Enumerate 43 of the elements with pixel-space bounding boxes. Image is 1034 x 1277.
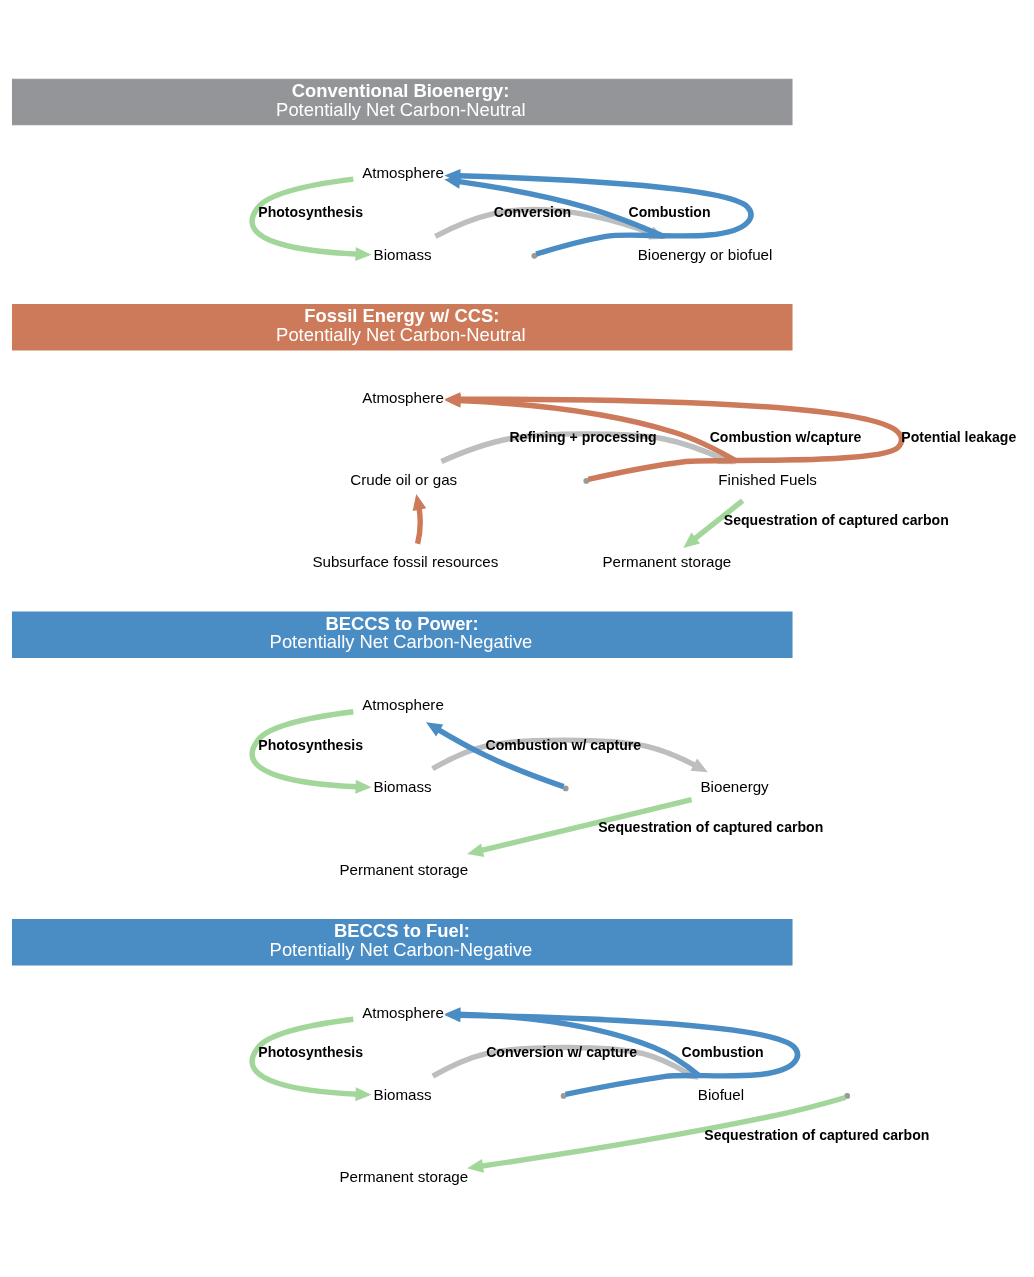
node-text: Permanent storage — [339, 860, 469, 878]
arrow — [467, 797, 693, 857]
edge-label: Photosynthesis — [258, 204, 363, 221]
arrow — [249, 709, 372, 794]
node-text: Atmosphere — [362, 163, 444, 181]
node-text: Finished Fuels — [718, 470, 817, 488]
node-text: Atmosphere — [362, 696, 444, 714]
node-text: Subsurface fossil resources — [312, 553, 499, 571]
node-text: Permanent storage — [339, 1168, 469, 1186]
arrow — [431, 737, 708, 773]
node-box: Conventional Bioenergy: Potentially Net Carbon-Neutral — [11, 78, 793, 126]
edge-label: Sequestration of captured carbon — [723, 511, 949, 528]
node-box: Fossil Energy w/ CCS: Potentially Net Carbon-Neutral — [11, 303, 793, 351]
edge-label: Photosynthesis — [258, 736, 363, 753]
node-text: Atmosphere — [362, 388, 444, 406]
edge-label: Sequestration of captured carbon — [598, 819, 824, 836]
arrow — [467, 1094, 847, 1173]
node-box: BECCS to Fuel: Potentially Net Carbon-Negative — [11, 918, 793, 966]
node-text: Bioenergy — [700, 778, 769, 796]
edge-label: Combustion — [681, 1044, 764, 1061]
node-text: Biomass — [373, 1085, 432, 1103]
node-text: Bioenergy or biofuel — [637, 245, 773, 263]
node-text: Biofuel — [697, 1085, 745, 1103]
edge-label: Sequestration of captured carbon — [704, 1126, 930, 1143]
arrow — [426, 722, 565, 790]
arrow — [249, 1016, 372, 1102]
arrow — [249, 176, 372, 262]
arrow — [683, 498, 745, 548]
edge-label: Combustion — [628, 204, 711, 221]
node-box: BECCS to Power: Potentially Net Carbon-Negative — [11, 611, 793, 658]
edge-label: Refining + processing — [509, 429, 657, 446]
edge-label: Combustion w/ capture — [485, 736, 642, 753]
node-text: Crude oil or gas — [350, 470, 458, 488]
edge-label: Conversion — [493, 204, 572, 221]
edge-label: Combustion w/capture — [709, 429, 862, 446]
node-text: Atmosphere — [362, 1003, 444, 1021]
arrow — [412, 494, 427, 545]
node-text: Biomass — [373, 245, 432, 263]
edge-label: Photosynthesis — [258, 1044, 363, 1061]
node-text: Permanent storage — [602, 553, 732, 571]
arrow — [444, 168, 754, 257]
node-text: Biomass — [373, 778, 432, 796]
edge-label: Conversion w/ capture — [486, 1044, 637, 1061]
